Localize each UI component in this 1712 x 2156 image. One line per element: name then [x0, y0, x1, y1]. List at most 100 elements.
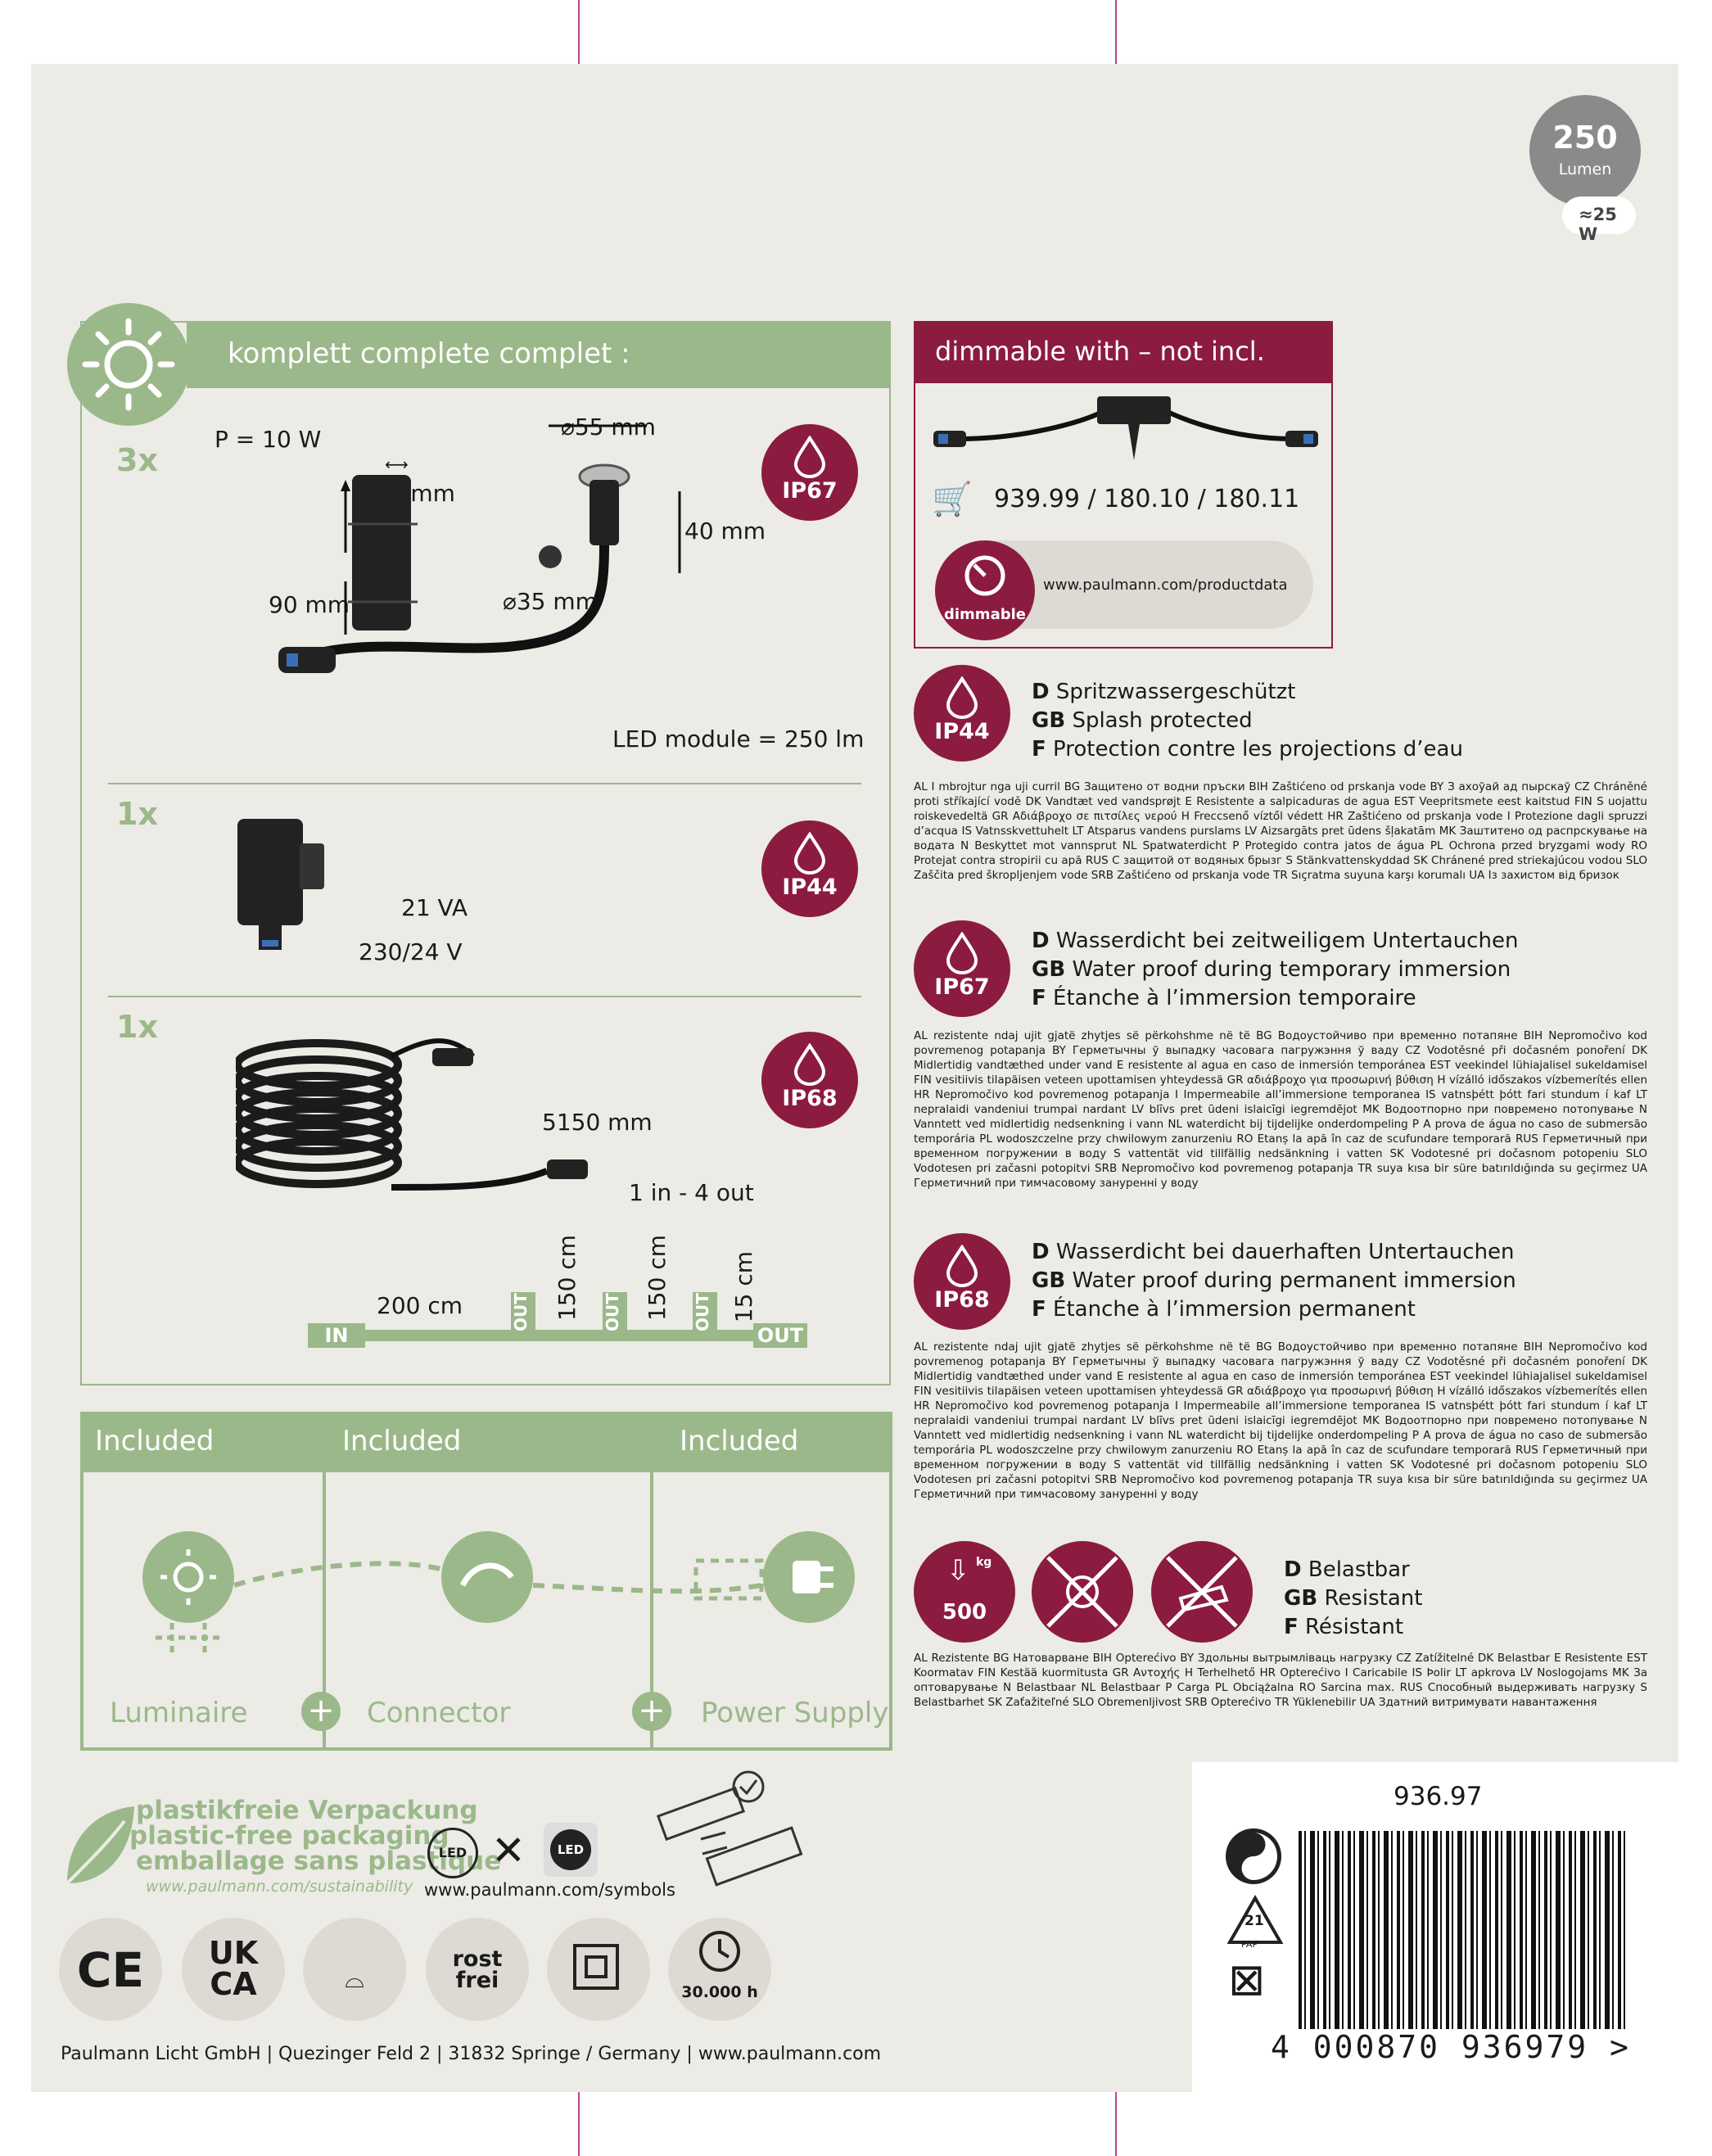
included-header-3: Included: [680, 1425, 799, 1458]
included-luminaire-label: Luminaire: [110, 1697, 248, 1729]
no-walking-icon: [1151, 1541, 1253, 1643]
included-power-supply-label: Power Supply: [701, 1697, 889, 1729]
led-not-replaceable-icon: ✕: [491, 1827, 526, 1874]
ip68-label: IP68: [934, 1287, 990, 1313]
lifetime-hours: 30.000 h: [681, 1983, 758, 2001]
cable-out-label: OUT: [753, 1323, 807, 1348]
resist-gb: Resistant: [1324, 1586, 1423, 1611]
driver-replacement-icon: [656, 1770, 803, 1887]
symbols-url: www.paulmann.com/symbols: [424, 1880, 675, 1900]
plus-icon-2: +: [632, 1692, 671, 1731]
item1-quantity: 3x: [116, 442, 158, 478]
recycling-triangle-icon: [1226, 1894, 1284, 1944]
barcode-digits: 4 000870 936979 >: [1267, 2029, 1634, 2065]
rust-free-2: frei: [455, 1968, 499, 1993]
item3-ip68-badge: IP68: [761, 1032, 858, 1128]
cable-line: [313, 1330, 804, 1341]
ip67-label: IP67: [934, 974, 990, 1000]
ukca-label-2: CA: [210, 1966, 257, 2002]
item1-diameter-35: ⌀35 mm: [503, 588, 598, 615]
included-connector-label: Connector: [367, 1697, 511, 1729]
rust-free-1: rost: [452, 1946, 503, 1972]
item2-ip-label: IP44: [782, 875, 838, 900]
item3-in-out: 1 in - 4 out: [629, 1179, 754, 1206]
ip68-gb: Water proof during permanent immersion: [1072, 1268, 1516, 1293]
included-header-2: Included: [342, 1425, 462, 1458]
resist-languages: D Belastbar GB Resistant F Résistant: [1284, 1557, 1423, 1639]
ukca-label-1: UK: [208, 1935, 259, 1971]
cable-length-15: 15 cm: [730, 1251, 757, 1323]
ip68-fr: Étanche à l’immersion permanent: [1053, 1297, 1416, 1322]
lumen-value: 250: [1552, 120, 1618, 156]
complete-header-text: komplett complete complet :: [228, 337, 630, 370]
ip67-gb: Water proof during temporary immersion: [1072, 957, 1511, 982]
dimmable-badge-label: dimmable: [944, 606, 1026, 623]
cable-out-3: OUT: [693, 1292, 717, 1333]
cable-length-150b: 150 cm: [644, 1235, 671, 1322]
width-arrow-icon: ⟷: [385, 454, 409, 474]
ip67-badge: IP67: [914, 920, 1010, 1017]
watt-equivalent: ≈25 W: [1579, 205, 1617, 244]
lifetime-icon: 30.000 h: [668, 1918, 771, 2021]
leaf-icon: [65, 1806, 134, 1885]
included-divider-2: [650, 1472, 653, 1751]
dimmable-article-codes: 939.99 / 180.10 / 180.11: [994, 485, 1300, 513]
clock-icon: [699, 1931, 740, 1972]
dimmable-badge: dimmable: [935, 540, 1035, 640]
plastic-free-en: plastic-free packaging: [129, 1821, 449, 1851]
lumen-badge: 250 Lumen: [1529, 95, 1641, 206]
load-value: 500: [942, 1600, 987, 1625]
cable-in-label: IN: [308, 1323, 365, 1348]
item1-ip67-badge: IP67: [761, 424, 858, 521]
sun-icon: [67, 303, 190, 426]
included-divider-1: [323, 1472, 326, 1751]
item1-height-40: 40 mm: [684, 518, 766, 545]
company-address: Paulmann Licht GmbH | Quezinger Feld 2 |…: [61, 2044, 882, 2064]
item2-quantity: 1x: [116, 796, 158, 832]
shopping-cart-icon: 🛒: [932, 481, 973, 518]
protection-class-ii-icon: [547, 1918, 650, 2021]
green-dot-icon: [1226, 1828, 1281, 1884]
item1-power: P = 10 W: [215, 426, 322, 453]
dimmable-header: dimmable with – not incl.: [914, 321, 1333, 383]
ip67-multilingual-text: AL rezistente ndaj ujit gjatë zhytjes së…: [914, 1029, 1647, 1190]
item2-voltage: 230/24 V: [359, 938, 463, 965]
ip44-gb: Splash protected: [1072, 708, 1253, 733]
article-number: 936.97: [1394, 1782, 1483, 1811]
sunrise-sensor-icon: ⌓: [303, 1918, 406, 2021]
led-replaceable-icon: LED: [427, 1828, 478, 1878]
divider-1: [108, 783, 861, 784]
included-header: Included Included Included: [80, 1412, 892, 1472]
item1-height-90: 90 mm: [269, 591, 350, 618]
load-unit: kg: [976, 1556, 992, 1569]
ip44-badge: IP44: [914, 665, 1010, 762]
sunrise-glyph: ⌓: [345, 1965, 364, 1994]
ip67-de: Wasserdicht bei zeitweiligem Untertauche…: [1055, 929, 1519, 953]
cable-length-200: 200 cm: [377, 1292, 463, 1319]
included-diagram: [142, 1531, 855, 1652]
divider-2: [108, 996, 861, 997]
cable-out-1: OUT: [511, 1292, 535, 1333]
ip68-de: Wasserdicht bei dauerhaften Untertauchen: [1055, 1240, 1515, 1264]
sustainability-url: www.paulmann.com/sustainability: [146, 1878, 413, 1896]
ce-mark: CE: [59, 1918, 162, 2021]
included-header-1: Included: [95, 1425, 215, 1458]
resist-de: Belastbar: [1308, 1557, 1410, 1582]
ip44-multilingual-text: AL I mbrojtur nga uji curril BG Защитено…: [914, 780, 1647, 882]
ip44-label: IP44: [934, 719, 990, 744]
cable-out-2: OUT: [603, 1292, 627, 1333]
item3-ip-label: IP68: [782, 1086, 838, 1111]
dimmable-header-text: dimmable with – not incl.: [935, 336, 1265, 367]
watt-bubble: ≈25 W: [1562, 197, 1636, 244]
load-500kg-badge: ⇩ kg 500: [914, 1541, 1015, 1643]
item3-cable-illustration: [236, 1038, 588, 1191]
item3-length: 5150 mm: [542, 1109, 653, 1136]
item1-ip-label: IP67: [782, 478, 838, 504]
resist-fr: Résistant: [1305, 1615, 1404, 1639]
item1-luminaire-illustration: [278, 424, 681, 673]
cable-length-150a: 150 cm: [553, 1235, 580, 1322]
recycling-code: 21: [1244, 1913, 1264, 1929]
ip44-fr: Protection contre les projections d’eau: [1053, 737, 1463, 762]
led-integrated-label: LED: [550, 1829, 591, 1870]
